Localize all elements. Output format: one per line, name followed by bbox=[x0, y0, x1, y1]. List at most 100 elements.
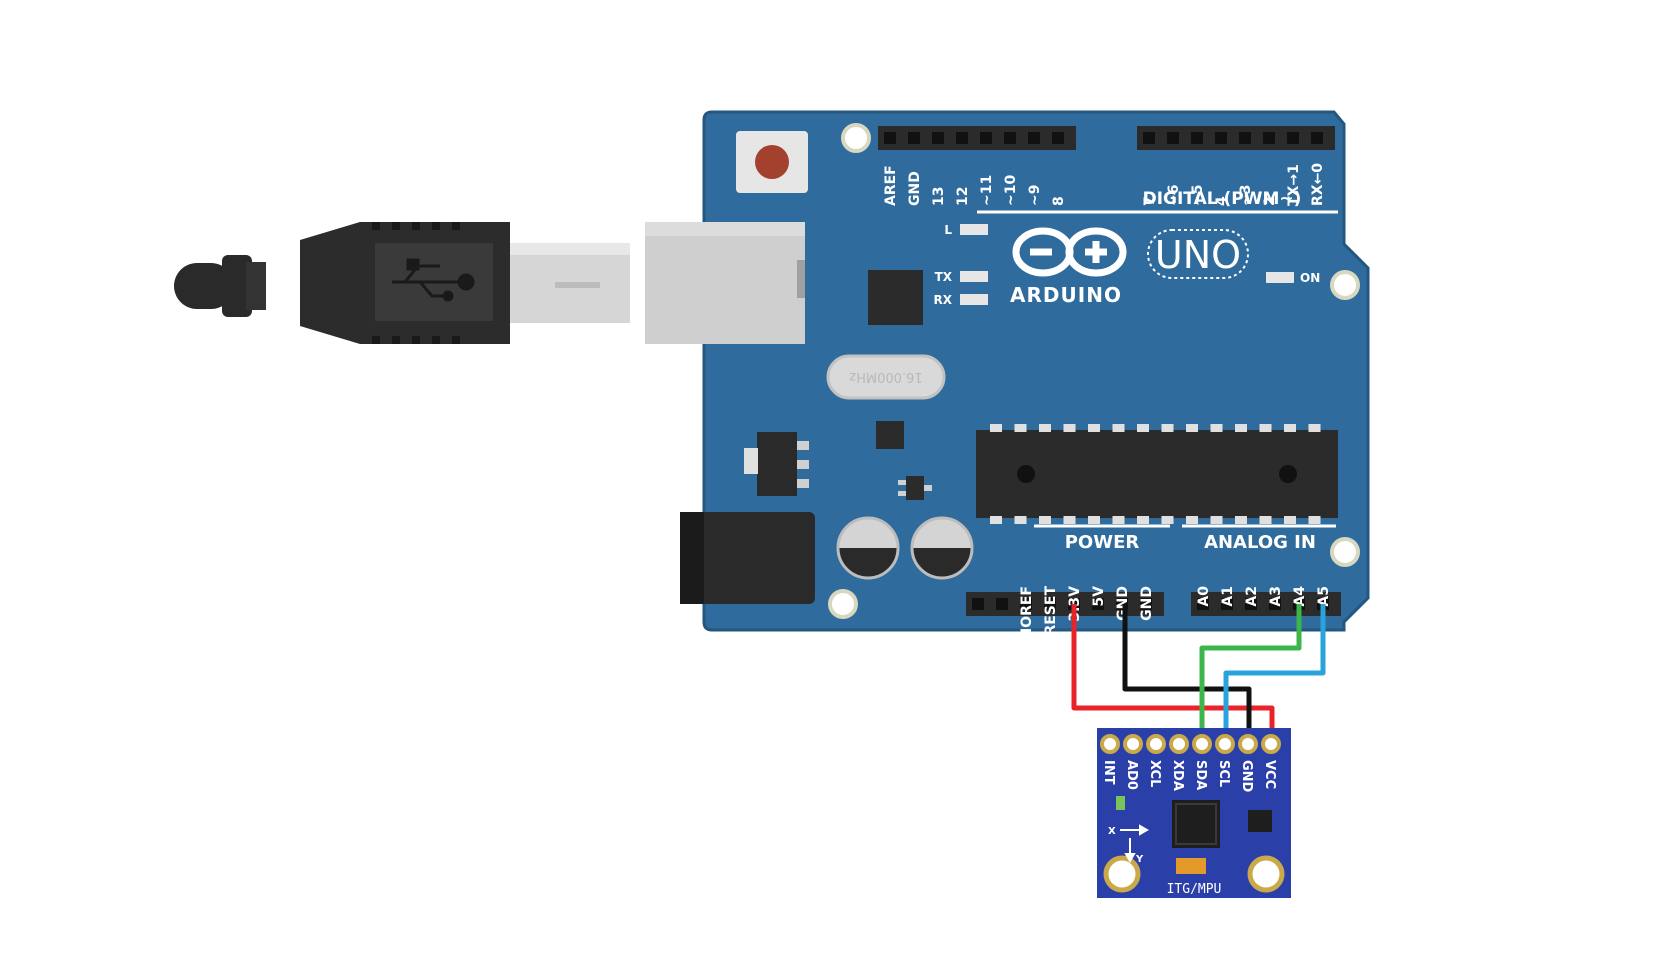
chip-pin bbox=[1014, 516, 1027, 524]
atmega-microcontroller bbox=[976, 430, 1338, 518]
pin-label-13: 13 bbox=[931, 187, 947, 206]
header-socket-a2[interactable] bbox=[1245, 598, 1257, 610]
module-pin-label-vcc: VCC bbox=[1262, 760, 1277, 789]
header-socket-7[interactable] bbox=[1143, 132, 1155, 144]
led-on-label: ON bbox=[1300, 271, 1320, 285]
wire-a5-to-scl[interactable] bbox=[1223, 604, 1326, 738]
pin-label-ioref: IOREF bbox=[1019, 586, 1035, 633]
module-pin-vcc[interactable] bbox=[1261, 734, 1281, 754]
module-pin-sda[interactable] bbox=[1192, 734, 1212, 754]
header-socket-5[interactable] bbox=[1191, 132, 1203, 144]
led-tx bbox=[960, 271, 988, 282]
header-socket-2[interactable] bbox=[1263, 132, 1275, 144]
chip-pin bbox=[990, 424, 1002, 432]
pin-label-4: 4 bbox=[1214, 196, 1230, 206]
crystal-oscillator bbox=[826, 354, 946, 400]
header-socket-11[interactable] bbox=[980, 132, 992, 144]
tantalum-capacitor bbox=[1176, 858, 1206, 874]
header-strip bbox=[1137, 126, 1335, 150]
header-socket-12[interactable] bbox=[956, 132, 968, 144]
header-socket-ioref[interactable] bbox=[1020, 598, 1032, 610]
header-strip bbox=[966, 592, 1164, 616]
led-rx bbox=[960, 294, 988, 305]
header-socket-[interactable] bbox=[972, 598, 984, 610]
wire-5v-to-vcc[interactable] bbox=[1071, 604, 1275, 738]
chip-pin bbox=[1259, 424, 1272, 432]
chip-pin bbox=[1161, 424, 1174, 432]
header-socket-a1[interactable] bbox=[1221, 598, 1233, 610]
atmega-pins bbox=[990, 424, 1321, 524]
mpu-sensor-chip bbox=[1172, 800, 1220, 848]
chip-pin bbox=[1039, 516, 1051, 524]
chip-pin bbox=[1235, 424, 1247, 432]
header-socket-a0[interactable] bbox=[1197, 598, 1209, 610]
pin-label-3-3v: 3.3V bbox=[1067, 586, 1083, 622]
pin-label-aref: AREF bbox=[883, 165, 899, 206]
header-socket-9[interactable] bbox=[1028, 132, 1040, 144]
pin-label-a0: A0 bbox=[1196, 586, 1212, 607]
header-socket-5v[interactable] bbox=[1092, 598, 1104, 610]
header-socket-[interactable] bbox=[996, 598, 1008, 610]
voltage-regulator bbox=[757, 432, 797, 496]
pin-label-12: 12 bbox=[955, 187, 971, 206]
module-pin-int[interactable] bbox=[1100, 734, 1120, 754]
led-tx-label: TX bbox=[935, 270, 953, 284]
capacitor bbox=[836, 516, 900, 580]
pin-label-6: ~6 bbox=[1166, 185, 1182, 206]
module-pin-gnd[interactable] bbox=[1238, 734, 1258, 754]
module-pin-scl[interactable] bbox=[1215, 734, 1235, 754]
header-socket-reset[interactable] bbox=[1044, 598, 1056, 610]
header-socket-3[interactable] bbox=[1239, 132, 1251, 144]
header-socket-gnd[interactable] bbox=[1140, 598, 1152, 610]
pin-label-3: ~3 bbox=[1238, 185, 1254, 206]
module-mounting-hole bbox=[1103, 855, 1141, 893]
chip-pin bbox=[1137, 424, 1149, 432]
module-pin-label-xcl: XCL bbox=[1147, 760, 1162, 787]
wire-a4-to-sda[interactable] bbox=[1199, 604, 1302, 738]
mounting-hole bbox=[828, 589, 858, 619]
capacitor bbox=[910, 516, 974, 580]
header-socket-rx-0[interactable] bbox=[1311, 132, 1323, 144]
axis-y-label: Y bbox=[1135, 854, 1144, 865]
cable-strain-relief-ring bbox=[246, 262, 266, 310]
arduino-logo-icon bbox=[1012, 227, 1127, 277]
chip-pin bbox=[1137, 516, 1149, 524]
chip-pin bbox=[1259, 516, 1272, 524]
pin-label-7: 7 bbox=[1142, 196, 1158, 206]
uno-badge bbox=[1147, 229, 1249, 279]
header-socket-tx-1[interactable] bbox=[1287, 132, 1299, 144]
pin-label-tx-1: TX→1 bbox=[1286, 164, 1302, 206]
header-socket-gnd[interactable] bbox=[908, 132, 920, 144]
led-on bbox=[1266, 272, 1294, 283]
chip-pin bbox=[1112, 516, 1125, 524]
chip-pin bbox=[1039, 424, 1051, 432]
module-mounting-hole bbox=[1247, 855, 1285, 893]
module-pin-ad0[interactable] bbox=[1123, 734, 1143, 754]
header-socket-aref[interactable] bbox=[884, 132, 896, 144]
reset-button-cap[interactable] bbox=[755, 145, 789, 179]
header-socket-6[interactable] bbox=[1167, 132, 1179, 144]
header-socket-8[interactable] bbox=[1052, 132, 1064, 144]
header-socket-13[interactable] bbox=[932, 132, 944, 144]
chip-pin bbox=[1284, 424, 1296, 432]
header-socket-a3[interactable] bbox=[1269, 598, 1281, 610]
header-socket-4[interactable] bbox=[1215, 132, 1227, 144]
led-rx-label: RX bbox=[934, 293, 953, 307]
module-pin-xcl[interactable] bbox=[1146, 734, 1166, 754]
axis-arrows-icon bbox=[1120, 824, 1150, 864]
pin-label-reset: RESET bbox=[1043, 586, 1059, 636]
crystal-marking: 16.000MHz bbox=[849, 369, 922, 384]
wire-gnd-to-gnd[interactable] bbox=[1122, 604, 1252, 738]
digital-header-label: DIGITAL (PWM~) bbox=[1143, 189, 1302, 209]
header-socket-10[interactable] bbox=[1004, 132, 1016, 144]
module-pin-xda[interactable] bbox=[1169, 734, 1189, 754]
header-strip bbox=[878, 126, 1076, 150]
arduino-logo-text: ARDUINO bbox=[1010, 283, 1122, 307]
pin-label-a2: A2 bbox=[1244, 586, 1260, 607]
chip-pin bbox=[1210, 424, 1223, 432]
pin-label-9: ~9 bbox=[1027, 185, 1043, 206]
